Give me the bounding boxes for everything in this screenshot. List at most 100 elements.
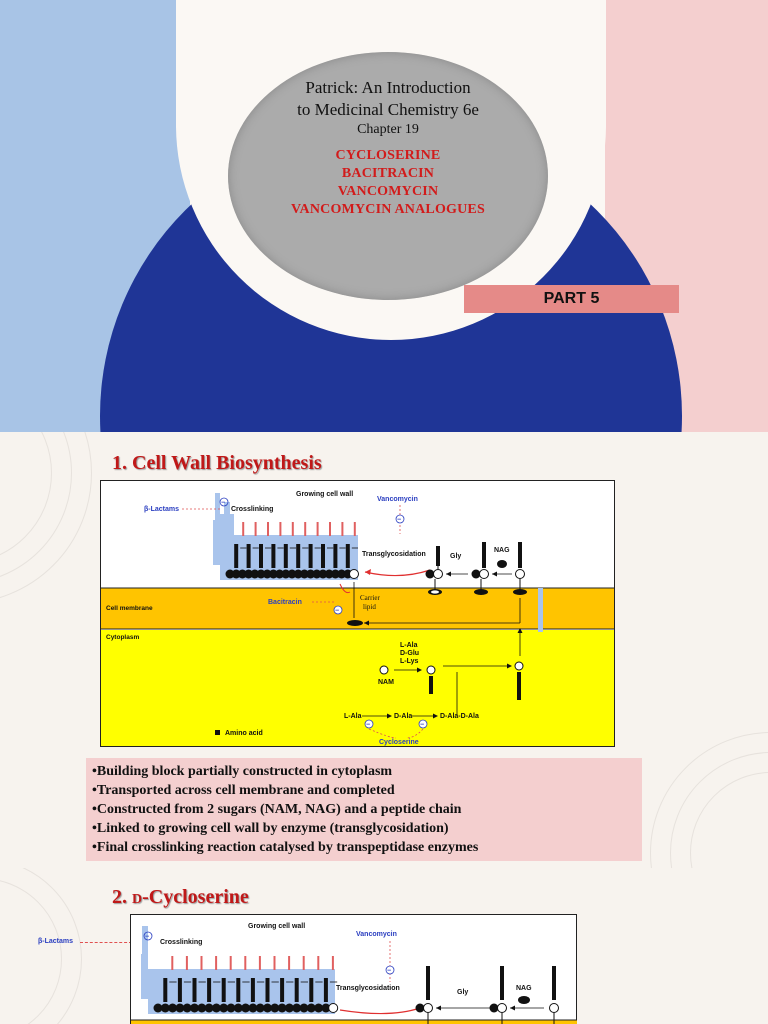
svg-text:−: − [420,722,424,729]
peptide-stub [280,978,285,1002]
peptide-stub [265,978,270,1002]
sugar-unit [293,569,303,579]
amino-acid-key-icon [215,730,220,735]
transglycosidation-label: Transglycosidation [362,551,426,558]
gly-label: Gly [457,989,468,996]
peptide-stub [271,544,276,568]
beta-lactams-label: β-Lactams [144,506,179,513]
nag-label: NAG [516,985,532,992]
sugar-unit [281,569,291,579]
sugar-unit [299,1003,309,1013]
cell-membrane-label: Cell membrane [106,605,153,612]
cytoplasm-band [101,630,614,746]
sugar-unit [153,1003,163,1013]
sugar-unit [211,1003,221,1013]
growing-cell-wall-label: Growing cell wall [296,491,353,498]
cytoplasm-label: Cytoplasm [106,634,139,641]
peptide-stub [321,544,325,568]
svg-text:−: − [221,500,225,507]
sugar-unit [299,569,309,579]
peptide-stub [323,978,328,1002]
bullet-item: •Linked to growing cell wall by enzyme (… [92,821,449,836]
lipid-label: lipid [363,603,376,611]
peptide-stub [296,544,301,568]
svg-text:−: − [335,608,339,615]
crosslink-peptide [329,522,331,536]
chapter-label: Chapter 19 [357,122,419,137]
book-title-line1: Patrick: An Introduction [305,78,471,97]
sugar-chain [153,956,339,1013]
sugar-unit [287,569,297,579]
sugar-unit [226,1003,236,1013]
heading-smallcap: D [132,892,143,907]
bullet-item: •Building block partially constructed in… [92,764,393,779]
peptide-stub [177,978,182,1002]
crosslink-peptide [331,956,334,970]
l-lys-label: L-Lys [400,658,419,665]
topic-cycloserine: CYCLOSERINE [335,148,441,163]
crosslink-peptide [317,956,320,970]
sugar-unit [197,1003,207,1013]
inhibit-icon [219,497,229,507]
sugar-unit [263,1003,272,1013]
crosslink-peptide [273,956,276,970]
sugar-unit [233,1003,243,1013]
beta-lactams-label: β-Lactams [38,938,74,945]
svg-text:−: − [145,934,149,941]
sugar-unit [277,1003,287,1013]
sugar-unit [244,569,254,579]
sugar-unit [306,569,316,579]
sugar-unit [256,569,266,579]
crosslink-peptide [267,522,269,536]
crosslink-peptide [215,956,218,970]
peptide-stub [259,544,263,568]
sugar-unit [270,1003,280,1013]
heading-prefix: 2. [112,886,132,908]
peptide-stub [192,978,197,1002]
crosslink-peptide [254,522,257,536]
sugar-unit [324,569,334,579]
peptide-stub [333,544,338,568]
crosslink-peptide [316,522,319,536]
sugar-unit [328,1003,339,1013]
crosslink-peptide [291,522,294,536]
svg-text:−: − [366,722,370,729]
bullet-item: •Constructed from 2 sugars (NAM, NAG) an… [92,802,462,817]
peptide-stub [236,978,241,1002]
sugar-unit [312,569,322,579]
crosslink-peptide [244,956,247,970]
section-heading: 1. Cell Wall Biosynthesis [112,452,322,474]
sugar-unit [314,1003,324,1013]
crosslink-peptide [353,522,356,536]
peptide-stub [294,978,299,1002]
inhibit-icon [364,719,374,729]
topic-vancomycin-analogues: VANCOMYCIN ANALOGUES [291,202,485,217]
sugar-unit [160,1003,170,1013]
amino-acid-label: Amino acid [225,730,263,737]
sugar-unit [190,1003,199,1013]
sugar-unit [175,1003,185,1013]
sugar-unit [231,569,241,579]
cell-wall-diagram-repeat: − Crosslinking Growing cell wall Vancomy… [130,914,577,1024]
crosslink-peptide [200,956,203,970]
d-ala-label: D-Ala [394,713,412,720]
sugar-unit [268,569,278,579]
peptide-stub [163,978,168,1002]
l-ala-label: L-Ala [400,642,418,649]
bullet-item: •Final crosslinking reaction catalysed b… [92,840,479,855]
sugar-unit [225,569,235,579]
svg-text:−: − [387,968,391,975]
inhibit-icon [418,719,428,729]
sugar-chain [225,522,359,579]
sugar-unit [330,569,340,579]
title-slide: Patrick: An Introduction to Medicinal Ch… [0,0,768,432]
svg-text:−: − [397,517,401,524]
nag-added-monomer [471,542,489,595]
sugar-unit [318,569,328,579]
peptide-stub [234,544,239,568]
d-ala-d-ala-label: D-Ala-D-Ala [440,713,479,720]
sugar-unit [262,569,272,579]
crosslink-peptide [341,522,344,536]
peptide-stub [308,544,313,568]
peptide-stub [309,978,314,1002]
